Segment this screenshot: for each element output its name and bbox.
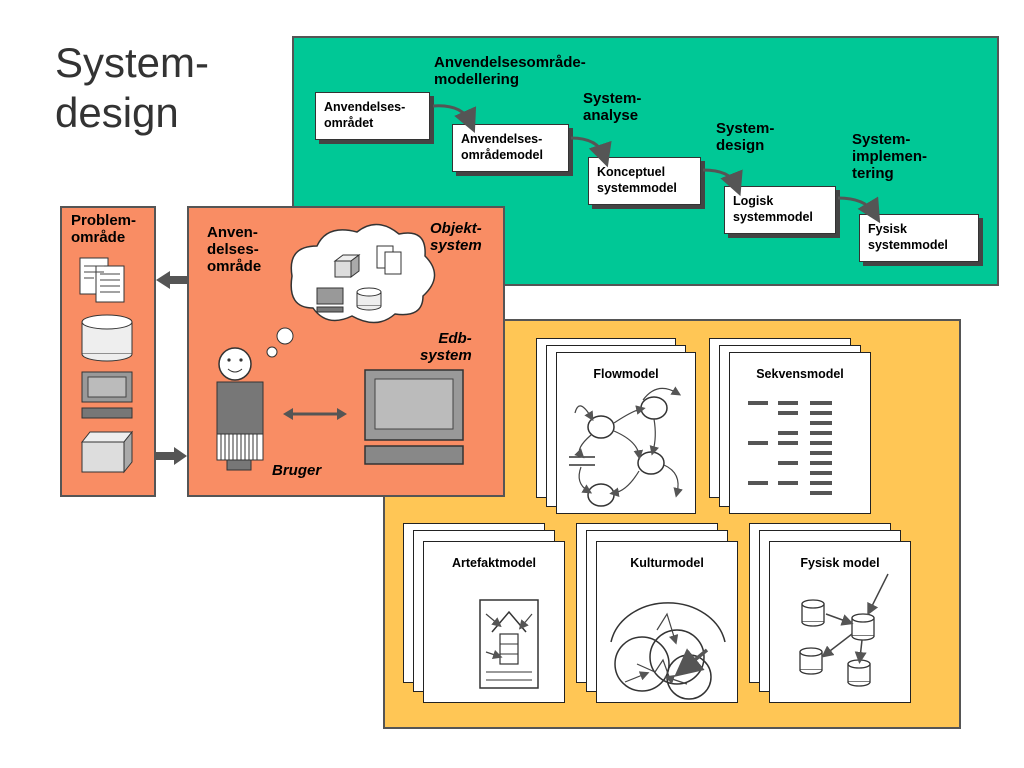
user-label: Bruger [272,462,322,479]
step-label-analyse: System- analyse [583,90,642,124]
kulturmodel-diagram [610,602,726,700]
flowmodel-diagram [569,386,683,507]
artefaktmodel-title: Artefaktmodel [451,556,537,570]
box-konceptuel-systemmodel: Konceptuel systemmodel [588,157,701,205]
computer-system-label: Edb- system [420,330,472,364]
user-figure [216,347,264,471]
sekvensmodel-card: Sekvensmodel [729,352,871,514]
page-title: System- design [55,39,210,136]
artefaktmodel-diagram [479,599,539,689]
fysisk-model-title: Fysisk model [800,556,880,570]
sekvensmodel-title: Sekvensmodel [756,367,844,381]
kulturmodel-card: Kulturmodel [596,541,738,703]
interaction-arrow [283,408,347,420]
thought-cloud [266,223,436,358]
box-icon [80,430,134,474]
application-area-label: Anven- delses- område [207,224,262,275]
database-icon [81,314,133,362]
flowmodel-title: Flowmodel [593,367,659,381]
problem-area-label: Problem- område [71,212,137,246]
box-anvendelsesomraadet: Anvendelses- området [315,92,430,140]
documents-icon [79,257,125,303]
computer-icon [81,371,133,419]
fysisk-model-card: Fysisk model [769,541,911,703]
step-label-modellering: Anvendelsesområde- modellering [434,54,586,88]
object-system-label: Objekt- system [430,220,482,254]
fysisk-model-diagram [799,573,889,687]
kulturmodel-title: Kulturmodel [630,556,704,570]
artefaktmodel-card: Artefaktmodel [423,541,565,703]
computer-terminal [364,369,464,465]
flowmodel-card: Flowmodel [556,352,696,514]
sekvensmodel-diagram [748,401,832,495]
application-area-graphics [216,223,464,471]
problem-application-arrows [156,271,188,465]
step-label-implementering: System- implemen- tering [852,131,928,182]
problem-area-icons [79,257,134,474]
step-label-design: System- design [716,120,775,154]
